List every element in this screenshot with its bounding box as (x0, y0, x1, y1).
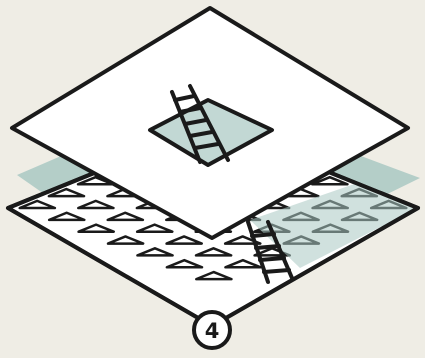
upper-ladder-icon (170, 84, 230, 164)
floor-tile-triangle (18, 199, 57, 210)
step-number-badge: 4 (192, 310, 232, 350)
floor-tile-triangle (165, 258, 204, 269)
floor-tile-triangle (135, 223, 174, 233)
floor-tile-triangle (47, 211, 86, 222)
floor-tile-triangle (165, 235, 203, 245)
floor-tile-triangle (223, 235, 262, 245)
upper-floor (10, 6, 410, 240)
floor-tile-triangle (195, 270, 233, 281)
floor-tile-triangle (77, 223, 115, 233)
floor-tile-triangle (106, 235, 145, 245)
floor-tile-triangle (194, 247, 233, 257)
floor-tile-triangle (106, 211, 145, 222)
floor-tile-triangle (47, 187, 86, 198)
floor-tile-triangle (224, 258, 262, 269)
floor-tile-triangle (136, 247, 174, 257)
step-number: 4 (205, 319, 220, 343)
floor-tile-triangle (311, 175, 349, 186)
floor-tile-triangle (77, 199, 115, 210)
lower-ladder-icon (246, 220, 294, 284)
